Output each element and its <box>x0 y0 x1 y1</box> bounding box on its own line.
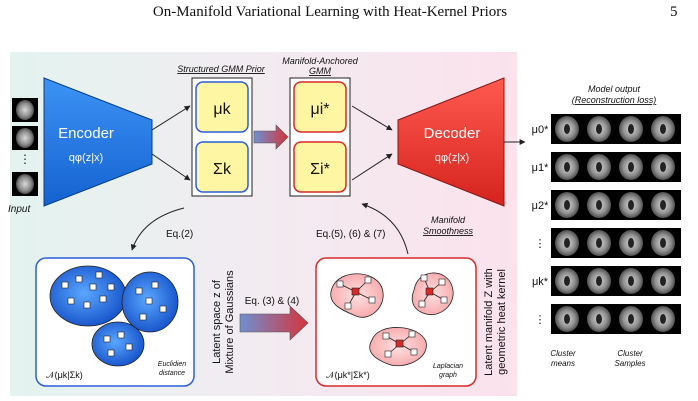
euclidean-note-1: Euclidien <box>158 361 187 368</box>
brain-ventricle <box>628 200 634 210</box>
decoder-title: Decoder <box>424 125 481 142</box>
page-header-title: On-Manifold Variational Learning with He… <box>152 4 508 20</box>
eq567-label: Eq.(5), (6) & (7) <box>316 229 385 240</box>
model-output-title-1: Model output <box>588 84 641 94</box>
gmm-prior-mu-cell <box>195 81 249 133</box>
model-output-title-2: (Reconstruction loss) <box>572 95 657 105</box>
laplacian-note-1: Laplacian <box>433 363 463 370</box>
encoder-block <box>43 77 153 207</box>
eq34-label: Eq. (3) & (4) <box>245 296 299 307</box>
eq2-label: Eq.(2) <box>166 229 193 240</box>
arrow-enc-to-sigma <box>151 153 191 181</box>
gmm-prior-sigma: Σk <box>213 161 232 178</box>
arrow-eq567 <box>361 202 409 255</box>
row-label-1: μ1* <box>532 162 549 174</box>
brain-ventricle <box>596 124 602 134</box>
row-label-4: μk* <box>532 276 549 288</box>
brain-ventricle <box>564 162 570 172</box>
manifold-gmm-mu: μi* <box>311 101 330 118</box>
brain-ventricle <box>596 162 602 172</box>
latent-manifold-label-2: geometric heat kernel <box>496 269 508 375</box>
latent-gauss-label-1: Latent space z of <box>211 279 223 364</box>
arrow-eq2 <box>130 207 185 251</box>
brain-ventricle <box>564 238 570 248</box>
gmm-prior-title: Structured GMM Prior <box>177 64 266 74</box>
latent-gauss-label-2: Mixture of Gaussians <box>224 270 236 374</box>
cluster-means-2: means <box>551 359 575 368</box>
encoder-title: Encoder <box>58 125 114 142</box>
row-label-5: ⋮ <box>535 314 546 326</box>
brain-ventricle <box>564 124 570 134</box>
output-image-grid <box>551 114 681 334</box>
row-label-3: ⋮ <box>535 238 546 250</box>
brain-ventricle <box>628 124 634 134</box>
cluster-samples-2: Samples <box>614 359 645 368</box>
gmm-transfer-arrow <box>253 124 289 150</box>
manifold-clusters <box>330 272 454 367</box>
euclidean-note-2: distance <box>159 370 185 377</box>
brain-ventricle <box>596 314 602 324</box>
manifold-transfer-arrow <box>239 305 309 341</box>
cluster-samples-1: Cluster <box>617 349 643 358</box>
brain-ventricle <box>564 200 570 210</box>
brain-ventricle <box>660 162 666 172</box>
brain-ventricle <box>628 238 634 248</box>
input-dots: ⋮ <box>19 152 31 166</box>
brain-ventricle <box>660 124 666 134</box>
brain-ventricle <box>660 200 666 210</box>
laplacian-note-2: graph <box>439 372 457 379</box>
brain-ventricle <box>628 276 634 286</box>
brain-ventricle <box>660 238 666 248</box>
encoder-subtitle: qφ(z|x) <box>69 152 103 164</box>
decoder-block <box>397 77 505 207</box>
input-label: Input <box>8 204 31 215</box>
brain-ventricle <box>596 276 602 286</box>
row-label-2: μ2* <box>532 200 549 212</box>
decoder-subtitle: qφ(z|x) <box>435 152 469 164</box>
manifold-smoothness-2: Smoothness <box>423 226 474 236</box>
page-number: 5 <box>670 4 678 20</box>
arrow-enc-to-mu <box>151 105 191 131</box>
brain-ventricle <box>596 200 602 210</box>
manifold-gmm-sigma-cell <box>293 141 347 193</box>
brain-ventricle <box>596 238 602 248</box>
arrow-mu-to-dec <box>351 105 393 131</box>
brain-ventricle <box>628 162 634 172</box>
gmm-prior-sigma-cell <box>195 141 249 193</box>
row-label-0: μ0* <box>532 124 549 136</box>
manifold-smoothness-1: Manifold <box>431 215 466 225</box>
brain-ventricle <box>564 314 570 324</box>
gaussian-clusters <box>49 265 179 367</box>
manifold-formula: 𝒩(μk*|Σk*) <box>326 370 370 380</box>
brain-ventricle <box>564 276 570 286</box>
manifold-gmm-mu-cell <box>293 81 347 133</box>
brain-ventricle <box>660 314 666 324</box>
arrow-sigma-to-dec <box>351 153 393 181</box>
manifold-gmm-sigma: Σi* <box>310 161 330 178</box>
latent-manifold-label-1: Latent manifold Z with <box>483 268 495 376</box>
gaussian-formula: 𝒩(μk|Σk) <box>46 370 83 380</box>
brain-ventricle <box>660 276 666 286</box>
gmm-prior-mu: μk <box>213 101 231 118</box>
cluster-means-1: Cluster <box>550 349 576 358</box>
brain-ventricle <box>628 314 634 324</box>
input-images <box>12 98 38 196</box>
manifold-gmm-title-2: GMM <box>309 66 331 76</box>
manifold-gmm-title-1: Manifold-Anchored <box>282 56 359 66</box>
